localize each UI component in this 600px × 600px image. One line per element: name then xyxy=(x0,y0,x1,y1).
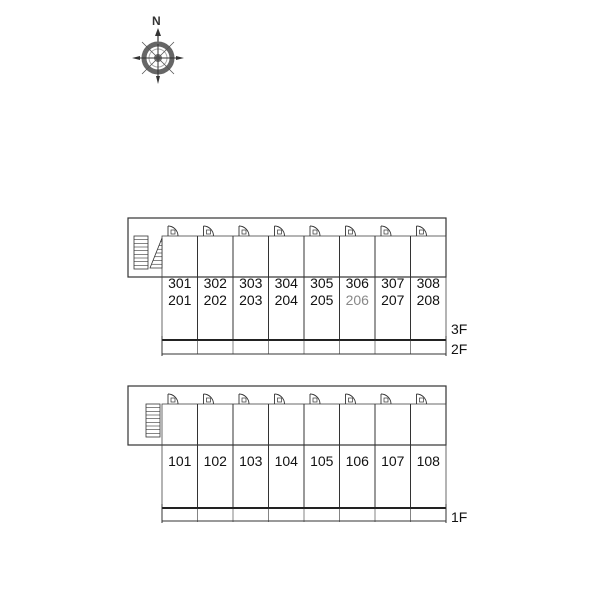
unit-number-1f: 104 xyxy=(275,453,299,469)
unit-number-3f: 308 xyxy=(417,275,441,291)
upper-corridor-outline xyxy=(127,217,447,278)
unit-cell: 102 xyxy=(197,393,228,508)
unit-number-3f: 301 xyxy=(168,275,192,291)
unit-number-2f: 203 xyxy=(239,292,263,308)
unit-cell: 105 xyxy=(303,393,334,508)
unit-cell: 101 xyxy=(167,393,192,469)
floor-label-2f: 2F xyxy=(451,341,467,357)
lower-stairs-icon xyxy=(145,403,161,438)
lower-building-block: 101 102 103 104 105 106 107 108 1F xyxy=(127,385,467,525)
unit-number-1f: 106 xyxy=(346,453,370,469)
unit-number-3f: 304 xyxy=(275,275,299,291)
unit-number-3f: 303 xyxy=(239,275,263,291)
unit-cell: 103 xyxy=(232,393,263,508)
unit-number-3f: 307 xyxy=(381,275,405,291)
unit-number-2f: 201 xyxy=(168,292,192,308)
unit-number-2f: 206 xyxy=(346,292,370,308)
unit-number-2f: 207 xyxy=(381,292,405,308)
floor-label-1f: 1F xyxy=(451,509,467,525)
unit-number-2f: 208 xyxy=(417,292,441,308)
north-label: N xyxy=(152,14,161,28)
unit-number-2f: 202 xyxy=(204,292,228,308)
unit-number-3f: 302 xyxy=(204,275,228,291)
compass-rose-icon: N xyxy=(132,14,184,84)
unit-number-1f: 108 xyxy=(417,453,441,469)
unit-number-1f: 105 xyxy=(310,453,334,469)
upper-stairs-icon xyxy=(133,235,163,270)
unit-number-1f: 101 xyxy=(168,453,192,469)
unit-cell: 108 xyxy=(410,393,441,508)
unit-cell: 107 xyxy=(374,393,405,508)
unit-cell: 106 xyxy=(339,393,370,508)
unit-number-1f: 107 xyxy=(381,453,405,469)
unit-number-2f: 204 xyxy=(275,292,299,308)
unit-number-1f: 102 xyxy=(204,453,228,469)
unit-number-2f: 205 xyxy=(310,292,334,308)
unit-number-3f: 306 xyxy=(346,275,370,291)
upper-building-block: 3012013022023032033042043052053062063072… xyxy=(127,217,467,357)
unit-number-1f: 103 xyxy=(239,453,263,469)
unit-number-3f: 305 xyxy=(310,275,334,291)
lower-corridor-outline xyxy=(127,385,447,446)
unit-cell: 104 xyxy=(268,393,299,508)
floor-label-3f: 3F xyxy=(451,321,467,337)
